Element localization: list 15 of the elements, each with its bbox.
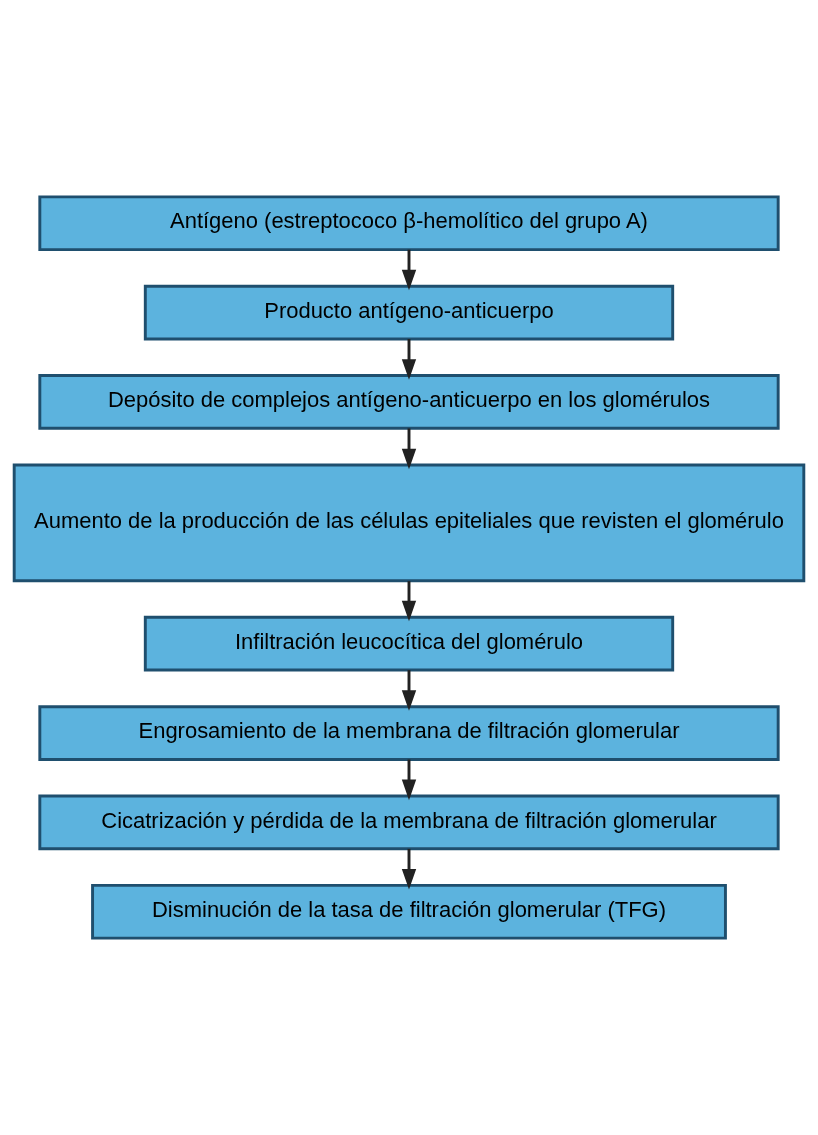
arrow xyxy=(401,848,417,890)
node-box: Antígeno (estreptococo β-hemolítico del grupo A) xyxy=(38,195,780,252)
node-box: Infiltración leucocítica del glomérulo xyxy=(143,615,675,672)
node-box: Depósito de complejos antígeno-anticuerpo en los glomérulos xyxy=(38,374,780,430)
node-box: Producto antígeno-anticuerpo xyxy=(143,284,675,341)
arrow xyxy=(401,670,417,711)
arrow xyxy=(401,339,417,380)
arrow xyxy=(401,249,417,291)
arrow xyxy=(401,759,417,801)
node-box: Disminución de la tasa de filtración glomerular (TFG) xyxy=(91,883,727,940)
node-box: Aumento de la producción de las células epiteliales que revisten el glomérulo xyxy=(12,463,806,583)
arrow xyxy=(401,428,417,470)
node-box: Cicatrización y pérdida de la membrana de filtración glomerular xyxy=(38,794,780,851)
node-box: Engrosamiento de la membrana de filtración glomerular xyxy=(38,705,780,761)
arrow xyxy=(401,581,417,622)
